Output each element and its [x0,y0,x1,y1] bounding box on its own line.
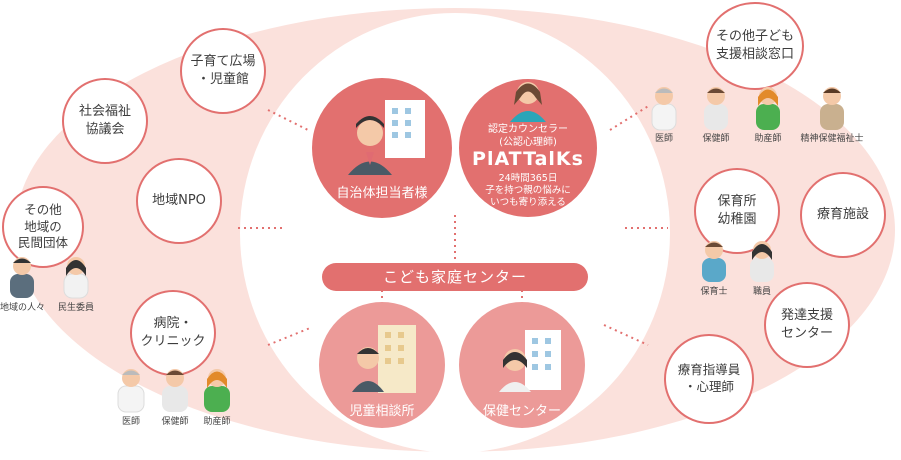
health-center-label: 保健センター [482,404,561,419]
public-health-nurse-icon-2 [162,369,188,412]
midwife-icon-2 [204,369,230,412]
welfare-commissioner-icon [63,257,89,299]
label-staff: 職員 [752,287,771,297]
label-welfare-commissioner: 民生委員 [57,303,94,313]
counselor-circle [457,77,599,219]
banner-label: こども家庭センター [382,268,527,286]
label-public-health-nurse: 保健師 [702,134,730,144]
label-doctor: 医師 [654,134,673,144]
label-nursery-teacher: 保育士 [700,287,728,297]
child-guidance-building-icon [352,325,416,393]
health-center-building-icon [499,330,561,392]
counselor-title: 認定カウンセラー (公認心理師) [488,124,568,148]
plattalks-logo: PlATTalKs [472,148,584,170]
bubble-therapy-facility: 療育施設 [800,172,886,258]
doctor-icon [651,87,677,131]
label-doctor-2: 医師 [121,417,140,427]
label-midwife-2: 助産師 [203,417,231,427]
label-local-residents: 地域の人々 [0,303,46,313]
family-center-banner: こども家庭センター [322,263,588,291]
bubble-nursery: 保育所 幼稚園 [694,168,780,254]
staff-icon [750,241,774,282]
bubble-hospital: 病院・ クリニック [130,290,216,376]
bubble-other-support: その他子ども 支援相談窓口 [706,2,804,90]
label-psychiatric-social-worker: 精神保健福祉士 [800,134,864,144]
counselor-person-icon [510,82,546,122]
public-health-nurse-icon [704,87,728,130]
municipality-label: 自治体担当者様 [336,186,428,201]
counselor-description: 24時間365日 子を持つ親の悩みに いつも寄り添える [485,173,571,208]
bubble-therapy-instructor: 療育指導員 ・心理師 [664,334,754,424]
bubble-social-welfare: 社会福祉 協議会 [62,78,148,164]
child-guidance-label: 児童相談所 [349,404,415,419]
bubble-other-private: その他 地域の 民間団体 [2,186,84,268]
bubble-development-center: 発達支援 センター [764,282,850,368]
official-person-icon [348,116,392,175]
local-resident-icon [10,257,34,298]
label-public-health-nurse-2: 保健師 [161,417,189,427]
nursery-teacher-icon [702,241,726,282]
bubble-childcare-plaza: 子育て広場 ・児童館 [180,28,266,114]
building-icon [385,100,425,158]
doctor-icon-2 [117,369,145,413]
bubble-local-npo: 地域NPO [136,158,222,244]
midwife-icon [756,87,780,130]
label-midwife: 助産師 [754,134,782,144]
psychiatric-social-worker-icon [820,87,844,130]
